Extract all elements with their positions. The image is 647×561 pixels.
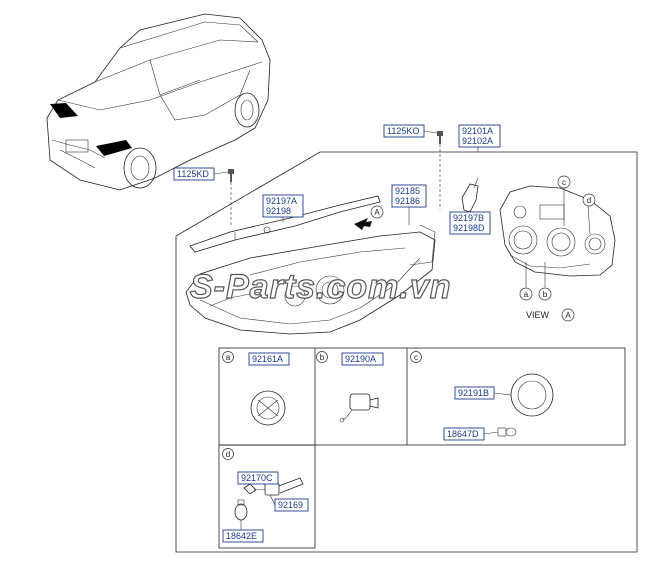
svg-text:92198: 92198 — [266, 206, 291, 216]
view-ref-marker-arrow: A — [374, 208, 380, 217]
part-label-lens: 92185 92186 — [391, 184, 427, 208]
marker-d-top: d — [587, 196, 591, 205]
marker-a-top: a — [524, 290, 529, 299]
marker-a-box: a — [226, 353, 231, 362]
dust-cap-a-icon — [250, 390, 286, 426]
svg-text:92191B: 92191B — [458, 388, 489, 398]
bolt-top-icon — [437, 131, 443, 144]
svg-text:18642E: 18642E — [226, 531, 257, 541]
view-ref-marker: A — [565, 311, 571, 320]
svg-text:92101A: 92101A — [462, 126, 493, 136]
bulb-c-icon — [497, 427, 517, 437]
lens-seal — [409, 224, 436, 266]
svg-text:92197B: 92197B — [453, 213, 484, 223]
watermark: S-Parts.com.vn — [190, 268, 452, 306]
bolt-left-icon — [228, 169, 234, 182]
headlamp-highlight-left — [50, 103, 78, 118]
view-label: VIEW — [526, 310, 550, 320]
assembly-frame — [175, 151, 638, 553]
part-label-cap-c: 92191B — [454, 386, 495, 400]
part-label-socket-d: 92170C — [237, 471, 279, 485]
svg-text:92186: 92186 — [395, 196, 420, 206]
svg-text:92161A: 92161A — [252, 354, 283, 364]
car-illustration — [46, 13, 271, 191]
part-label-bulb-d: 18642E — [222, 529, 264, 543]
svg-text:92102A: 92102A — [462, 136, 493, 146]
marker-d-box: d — [226, 450, 230, 459]
bracket — [461, 183, 479, 213]
svg-text:92198D: 92198D — [453, 223, 485, 233]
dust-cap-c-icon — [510, 373, 554, 417]
part-label-bracket: 92197B 92198D — [449, 211, 491, 235]
marker-b-box: b — [320, 353, 325, 362]
marker-c-box: c — [414, 353, 418, 362]
headlamp-back-view — [499, 185, 616, 277]
detail-grid — [218, 347, 626, 549]
part-label-bolt-top: 1125KO — [383, 124, 425, 138]
headlamp-assembly — [185, 231, 436, 335]
part-label-headlamp: 92101A 92102A — [458, 124, 501, 148]
svg-text:18647D: 18647D — [447, 429, 479, 439]
svg-text:92169: 92169 — [278, 500, 303, 510]
svg-text:92190A: 92190A — [345, 354, 376, 364]
svg-text:92197A: 92197A — [266, 196, 297, 206]
garnish-strip — [189, 195, 381, 253]
marker-c-top: c — [562, 178, 566, 187]
headlamp-highlight-right — [96, 140, 132, 156]
view-arrow-icon — [354, 218, 372, 230]
svg-text:92170C: 92170C — [241, 473, 273, 483]
part-label-bolt-left: 1125KD — [173, 167, 215, 181]
part-label-holder-d: 92169 — [274, 498, 309, 512]
part-label-socket-b: 92190A — [341, 352, 384, 366]
svg-text:1125KO: 1125KO — [387, 126, 419, 136]
part-label-garnish: 92197A 92198 — [262, 194, 304, 218]
socket-b-icon — [339, 393, 379, 423]
part-label-cap-a: 92161A — [248, 352, 290, 366]
svg-text:92185: 92185 — [395, 186, 420, 196]
marker-b-top: b — [543, 290, 548, 299]
part-label-bulb-c: 18647D — [443, 427, 485, 441]
svg-text:1125KD: 1125KD — [177, 169, 209, 179]
